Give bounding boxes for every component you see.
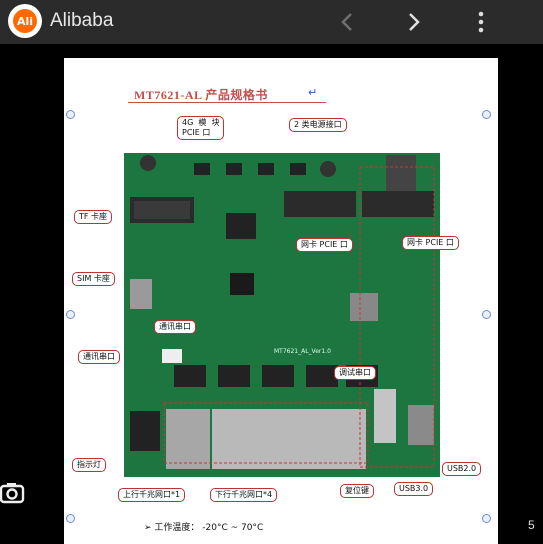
title-underline xyxy=(128,102,326,103)
logo-text: Ali xyxy=(13,9,37,33)
margin-handle xyxy=(66,310,75,319)
page-indicator: 5 xyxy=(528,518,535,532)
document-page: MT7621-AL 产品规格书 ↵ xyxy=(64,58,498,544)
margin-handle xyxy=(482,310,491,319)
margin-handle xyxy=(66,110,75,119)
top-app-bar: Ali Alibaba xyxy=(0,0,543,44)
label-uplink-port: 上行千兆网口*1 xyxy=(118,488,186,502)
alibaba-logo-icon: Ali xyxy=(8,4,42,38)
label-4g-pcie: 4G 模 块 PCIE 口 xyxy=(177,116,225,140)
paragraph-mark: ↵ xyxy=(308,86,318,99)
board-silkscreen: MT7621_AL_Ver1.0 xyxy=(274,348,331,355)
chevron-right-icon[interactable] xyxy=(400,8,428,36)
more-vert-icon[interactable] xyxy=(467,8,495,36)
pcb-board-photo: MT7621_AL_Ver1.0 xyxy=(124,153,440,477)
margin-handle xyxy=(66,514,75,523)
label-nic-pcie-1: 网卡 PCIE 口 xyxy=(296,238,353,252)
label-reset-key: 复位键 xyxy=(340,484,374,498)
label-text: 4G 模 块 PCIE 口 xyxy=(182,118,220,137)
chevron-left-icon[interactable] xyxy=(333,8,361,36)
label-debug-serial: 调试串口 xyxy=(334,366,376,380)
label-nic-pcie-2: 网卡 PCIE 口 xyxy=(402,236,459,250)
label-indicator-led: 指示灯 xyxy=(72,458,106,472)
app-title: Alibaba xyxy=(50,10,114,31)
margin-handle xyxy=(482,110,491,119)
label-usb3: USB3.0 xyxy=(394,482,434,496)
label-power-interface: 2 类电源接口 xyxy=(289,118,347,132)
camera-icon[interactable] xyxy=(0,480,26,506)
label-tf-slot: TF 卡座 xyxy=(74,210,113,224)
label-downlink-ports: 下行千兆网口*4 xyxy=(210,488,278,502)
label-sim-slot: SIM 卡座 xyxy=(72,272,115,286)
label-comm-serial: 通讯串口 xyxy=(154,320,196,334)
document-title: MT7621-AL 产品规格书 xyxy=(134,88,268,102)
margin-handle xyxy=(482,514,491,523)
spec-temperature: ➢ 工作温度： -20°C ~ 70°C xyxy=(144,523,264,533)
label-usb2: USB2.0 xyxy=(442,462,482,476)
label-comm-serial-2: 通讯串口 xyxy=(78,350,120,364)
